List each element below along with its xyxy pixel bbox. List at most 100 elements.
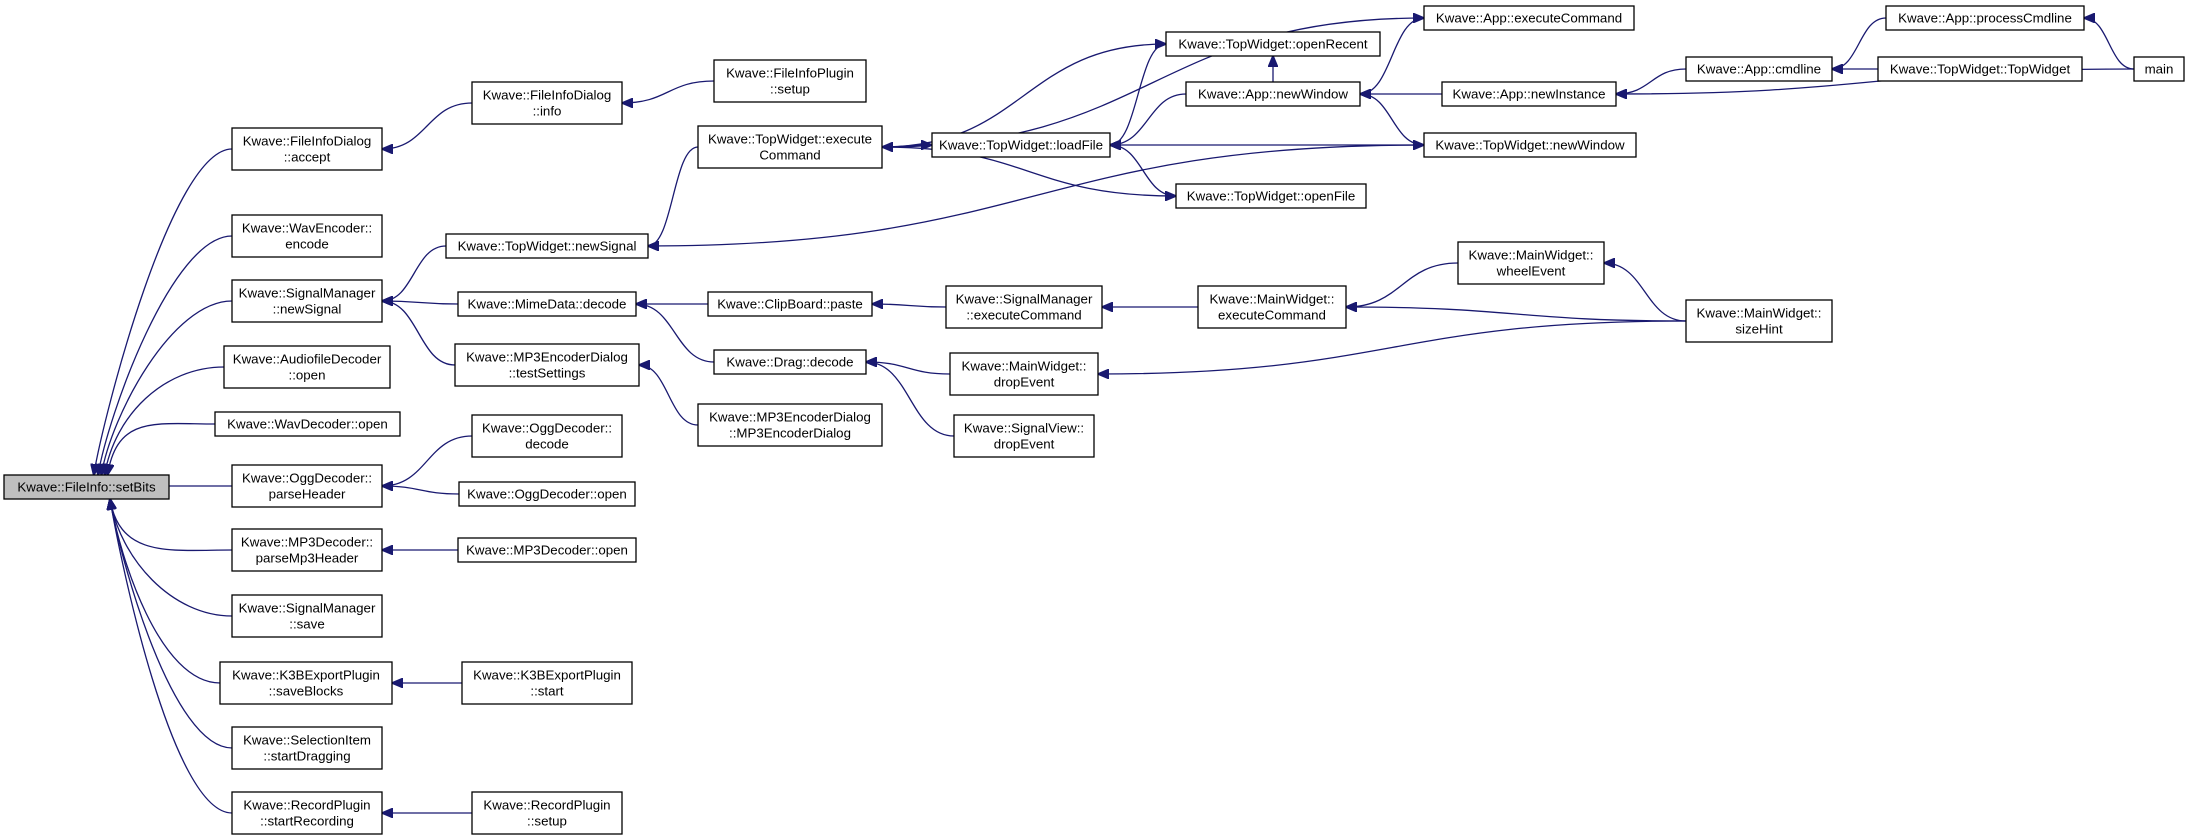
node-box[interactable] — [231, 594, 383, 638]
graph-node-fid-info[interactable]: Kwave::FileInfoDialog::info — [471, 81, 623, 125]
node-box[interactable] — [697, 403, 883, 447]
node-box[interactable] — [231, 127, 383, 171]
graph-node-mime-decode[interactable]: Kwave::MimeData::decode — [457, 291, 637, 317]
node-box[interactable] — [445, 233, 649, 259]
node-box[interactable] — [1185, 81, 1361, 107]
node-label: Command — [759, 148, 820, 163]
node-box[interactable] — [231, 464, 383, 508]
graph-node-k3b-saveblocks[interactable]: Kwave::K3BExportPlugin::saveBlocks — [219, 661, 393, 705]
node-box[interactable] — [1441, 81, 1617, 107]
graph-node-ogg-parseheader[interactable]: Kwave::OggDecoder::parseHeader — [231, 464, 383, 508]
node-box[interactable] — [223, 345, 391, 389]
graph-node-wavdec-open[interactable]: Kwave::WavDecoder::open — [214, 411, 401, 437]
graph-node-sm-newsignal[interactable]: Kwave::SignalManager::newSignal — [231, 279, 383, 323]
node-box[interactable] — [231, 214, 383, 258]
node-box[interactable] — [461, 661, 633, 705]
node-box[interactable] — [1423, 5, 1635, 31]
node-box[interactable] — [697, 125, 883, 169]
node-box[interactable] — [953, 414, 1095, 458]
node-box[interactable] — [1685, 56, 1833, 82]
graph-node-fip-setup[interactable]: Kwave::FileInfoPlugin::setup — [713, 59, 867, 103]
call-edge — [639, 365, 699, 426]
graph-node-tw-newwindow[interactable]: Kwave::TopWidget::newWindow — [1423, 132, 1637, 158]
call-edge — [382, 435, 473, 486]
graph-node-afd-open[interactable]: Kwave::AudiofileDecoder::open — [223, 345, 391, 389]
node-box[interactable] — [1457, 241, 1605, 285]
node-box[interactable] — [219, 661, 393, 705]
graph-node-app-newwindow[interactable]: Kwave::App::newWindow — [1185, 81, 1361, 107]
graph-node-rec-startrecording[interactable]: Kwave::RecordPlugin::startRecording — [231, 791, 383, 835]
node-box[interactable] — [471, 81, 623, 125]
graph-node-mw-sizehint[interactable]: Kwave::MainWidget::sizeHint — [1685, 299, 1833, 343]
graph-node-app-processcmdline[interactable]: Kwave::App::processCmdline — [1885, 5, 2085, 31]
call-edge — [110, 499, 233, 552]
graph-node-mp3dlg-test[interactable]: Kwave::MP3EncoderDialog::testSettings — [454, 343, 640, 387]
graph-node-mw-dropevent[interactable]: Kwave::MainWidget::dropEvent — [949, 352, 1099, 396]
node-label: ::save — [289, 617, 324, 632]
graph-node-rec-setup[interactable]: Kwave::RecordPlugin::setup — [471, 791, 623, 835]
node-box[interactable] — [231, 791, 383, 835]
graph-node-app-newinstance[interactable]: Kwave::App::newInstance — [1441, 81, 1617, 107]
call-edge — [1098, 320, 1687, 374]
graph-node-sv-dropevent[interactable]: Kwave::SignalView::dropEvent — [953, 414, 1095, 458]
node-box[interactable] — [707, 291, 873, 317]
node-box[interactable] — [231, 528, 383, 572]
node-box[interactable] — [231, 726, 383, 770]
node-box[interactable] — [713, 59, 867, 103]
graph-node-tw-openfile[interactable]: Kwave::TopWidget::openFile — [1175, 183, 1367, 209]
graph-node-mp3-parseheader[interactable]: Kwave::MP3Decoder::parseMp3Header — [231, 528, 383, 572]
node-box[interactable] — [3, 474, 170, 500]
node-label: ::startRecording — [260, 814, 354, 829]
graph-node-tw-loadfile[interactable]: Kwave::TopWidget::loadFile — [931, 132, 1111, 158]
graph-node-ogg-decode[interactable]: Kwave::OggDecoder::decode — [471, 414, 623, 458]
node-label: Kwave::FileInfoDialog — [243, 134, 372, 149]
call-edge — [2084, 18, 2135, 70]
node-label: decode — [525, 437, 569, 452]
graph-node-mp3dlg-ctor[interactable]: Kwave::MP3EncoderDialog::MP3EncoderDialo… — [697, 403, 883, 447]
node-box[interactable] — [457, 537, 637, 563]
node-box[interactable] — [1197, 285, 1347, 329]
graph-node-tw-ctor[interactable]: Kwave::TopWidget::TopWidget — [1877, 56, 2083, 82]
node-box[interactable] — [1175, 183, 1367, 209]
node-label: Kwave::OggDecoder:: — [482, 421, 612, 436]
node-box[interactable] — [931, 132, 1111, 158]
node-label: Kwave::RecordPlugin — [483, 798, 610, 813]
node-box[interactable] — [1885, 5, 2085, 31]
graph-node-k3b-start[interactable]: Kwave::K3BExportPlugin::start — [461, 661, 633, 705]
node-box[interactable] — [1423, 132, 1637, 158]
graph-node-tw-execcmd[interactable]: Kwave::TopWidget::executeCommand — [697, 125, 883, 169]
node-label: Kwave::OggDecoder::open — [467, 487, 627, 502]
node-box[interactable] — [214, 411, 401, 437]
graph-node-main[interactable]: main — [2133, 56, 2185, 82]
graph-node-wavenc-encode[interactable]: Kwave::WavEncoder::encode — [231, 214, 383, 258]
node-box[interactable] — [471, 414, 623, 458]
node-label: Kwave::FileInfoDialog — [483, 88, 612, 103]
node-box[interactable] — [945, 285, 1103, 329]
graph-node-sel-startdragging[interactable]: Kwave::SelectionItem::startDragging — [231, 726, 383, 770]
graph-node-drag-decode[interactable]: Kwave::Drag::decode — [713, 349, 867, 375]
graph-node-mw-execcmd[interactable]: Kwave::MainWidget::executeCommand — [1197, 285, 1347, 329]
node-box[interactable] — [471, 791, 623, 835]
graph-node-cb-paste[interactable]: Kwave::ClipBoard::paste — [707, 291, 873, 317]
graph-node-sm-execcmd[interactable]: Kwave::SignalManager::executeCommand — [945, 285, 1103, 329]
node-box[interactable] — [454, 343, 640, 387]
graph-node-tw-openrecent[interactable]: Kwave::TopWidget::openRecent — [1165, 31, 1381, 57]
graph-node-sm-save[interactable]: Kwave::SignalManager::save — [231, 594, 383, 638]
graph-node-app-cmdline[interactable]: Kwave::App::cmdline — [1685, 56, 1833, 82]
node-box[interactable] — [1165, 31, 1381, 57]
graph-node-app-execcmd[interactable]: Kwave::App::executeCommand — [1423, 5, 1635, 31]
node-box[interactable] — [231, 279, 383, 323]
graph-node-setbits[interactable]: Kwave::FileInfo::setBits — [3, 474, 170, 500]
graph-node-tw-newsignal[interactable]: Kwave::TopWidget::newSignal — [445, 233, 649, 259]
graph-node-ogg-open[interactable]: Kwave::OggDecoder::open — [458, 481, 636, 507]
node-box[interactable] — [458, 481, 636, 507]
node-box[interactable] — [949, 352, 1099, 396]
graph-node-mw-wheelevent[interactable]: Kwave::MainWidget::wheelEvent — [1457, 241, 1605, 285]
node-box[interactable] — [1877, 56, 2083, 82]
node-box[interactable] — [457, 291, 637, 317]
node-box[interactable] — [713, 349, 867, 375]
graph-node-mp3-open[interactable]: Kwave::MP3Decoder::open — [457, 537, 637, 563]
node-box[interactable] — [1685, 299, 1833, 343]
graph-node-fid-accept[interactable]: Kwave::FileInfoDialog::accept — [231, 127, 383, 171]
node-box[interactable] — [2133, 56, 2185, 82]
